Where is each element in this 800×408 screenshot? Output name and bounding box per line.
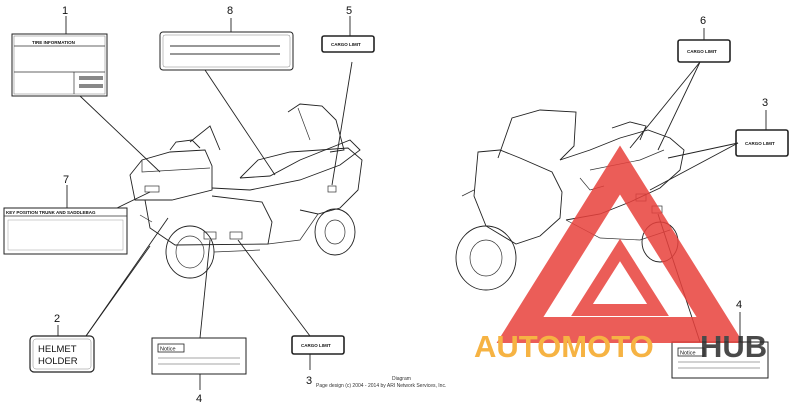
cargo-limit-label-5: CARGO LIMIT <box>321 35 375 53</box>
key-position-text: KEY POSITION TRUNK AND SADDLEBAG <box>6 210 96 215</box>
leader-lines <box>57 16 767 390</box>
callout-5: 5 <box>346 5 352 17</box>
watermark-hub-text: HUB <box>700 329 767 364</box>
callout-7: 7 <box>63 174 69 186</box>
watermark-logo: AUTOMOTO HUB <box>474 145 767 364</box>
cargo-limit-text: CARGO LIMIT <box>301 343 331 348</box>
callout-3-left: 3 <box>306 375 312 387</box>
notice-label-right: Notice <box>671 341 769 379</box>
notice-text: Notice <box>160 347 176 353</box>
watermark-triangle-icon <box>496 145 744 343</box>
watermark-auto-text: AUTOMOTO <box>474 329 654 364</box>
cargo-limit-text: CARGO LIMIT <box>331 42 361 47</box>
holder-text: HOLDER <box>38 356 78 367</box>
callout-8: 8 <box>227 5 233 17</box>
notice-text: Notice <box>680 351 696 357</box>
left-motorcycle-illustration <box>129 103 363 279</box>
callout-4-left: 4 <box>196 393 202 405</box>
tire-information-label: TIRE INFORMATION <box>11 33 108 97</box>
callout-2: 2 <box>54 313 60 325</box>
helmet-text: HELMET <box>38 344 77 355</box>
callout-numbers: 1 8 5 7 2 4 6 3 4 <box>54 5 768 405</box>
notice-label-left: Notice <box>151 337 247 375</box>
tire-info-text: TIRE INFORMATION <box>32 40 75 45</box>
callout-6: 6 <box>700 15 706 27</box>
cargo-limit-label-6: CARGO LIMIT <box>677 39 731 63</box>
callout-4-right: 4 <box>736 299 742 311</box>
cargo-limit-label-3: CARGO LIMIT <box>735 129 789 157</box>
callout-1: 1 <box>62 5 68 17</box>
cargo-limit-label-bottom: CARGO LIMIT <box>291 335 345 355</box>
helmet-holder-label: HELMET HOLDER <box>29 335 95 373</box>
copyright-line-2: Page design (c) 2004 - 2014 by ARI Netwo… <box>316 383 446 389</box>
key-position-label: KEY POSITION TRUNK AND SADDLEBAG <box>3 207 128 255</box>
plate-label-8 <box>159 31 294 71</box>
copyright-line-1: Diagram <box>392 376 411 382</box>
cargo-limit-text: CARGO LIMIT <box>745 141 775 146</box>
copyright-notice: Diagram Page design (c) 2004 - 2014 by A… <box>306 375 446 389</box>
callout-3-right: 3 <box>762 97 768 109</box>
cargo-limit-text: CARGO LIMIT <box>687 49 717 54</box>
